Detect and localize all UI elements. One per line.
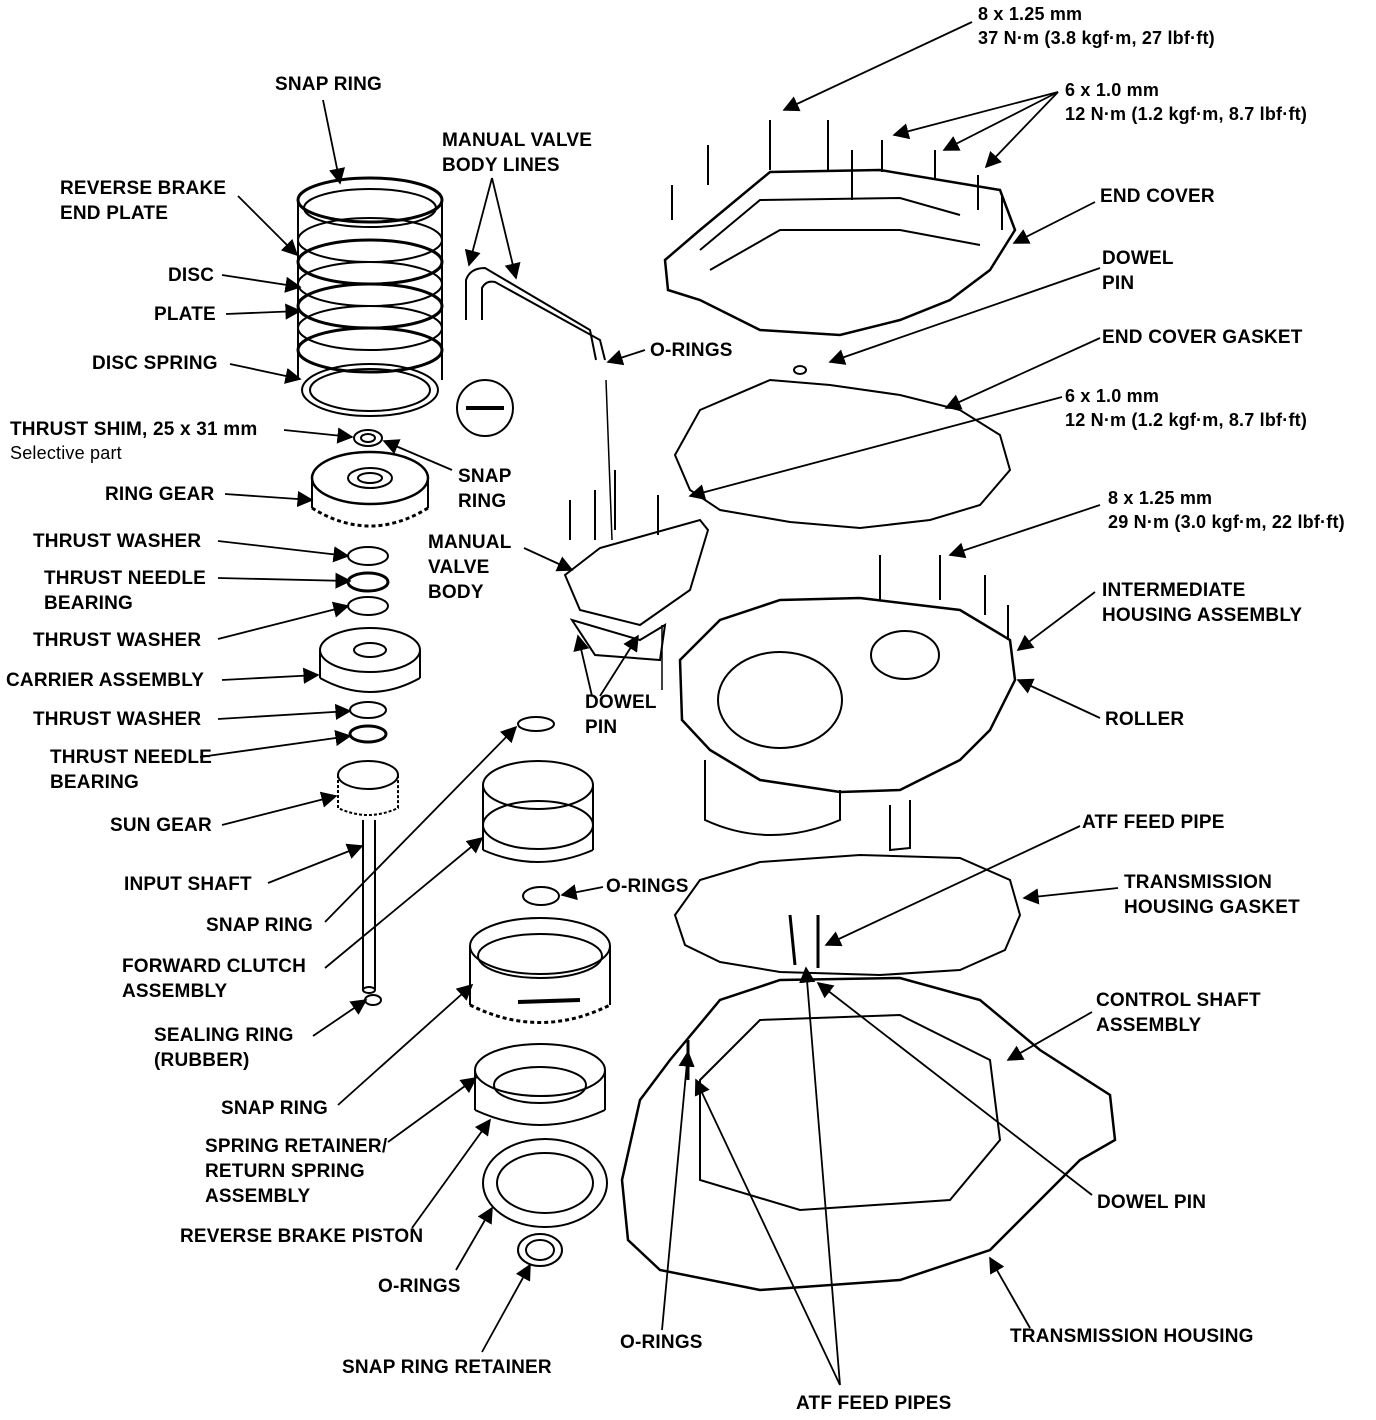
label-disc: DISC bbox=[168, 265, 215, 286]
label-thrust-needle-bearing-2: THRUST NEEDLE BEARING bbox=[50, 747, 212, 793]
manual-valve-body-lines-part bbox=[465, 266, 613, 541]
carrier-assembly-part bbox=[319, 627, 421, 693]
label-plate: PLATE bbox=[154, 304, 216, 325]
label-input-shaft: INPUT SHAFT bbox=[124, 874, 252, 895]
label-thrust-washer-3: THRUST WASHER bbox=[33, 709, 202, 730]
label-o-rings-housing: O-RINGS bbox=[620, 1332, 703, 1353]
label-thrust-washer-1: THRUST WASHER bbox=[33, 531, 202, 552]
thrust-shim-part bbox=[353, 429, 383, 447]
label-transmission-housing-gasket: TRANSMISSION HOUSING GASKET bbox=[1124, 872, 1300, 918]
label-spec-8x125-top: 8 x 1.25 mm 37 N·m (3.8 kgf·m, 27 lbf·ft… bbox=[978, 4, 1215, 48]
label-o-rings-clutch: O-RINGS bbox=[606, 876, 689, 897]
label-carrier-assembly: CARRIER ASSEMBLY bbox=[6, 670, 205, 691]
intermediate-housing-part bbox=[678, 555, 1017, 852]
label-snap-ring-lower: SNAP RING bbox=[221, 1098, 329, 1119]
label-thrust-shim: THRUST SHIM, 25 x 31 mm bbox=[10, 419, 258, 440]
label-sun-gear: SUN GEAR bbox=[110, 815, 212, 836]
spring-retainer-part bbox=[474, 1043, 606, 1126]
label-thrust-washer-2: THRUST WASHER bbox=[33, 630, 202, 651]
label-selective-part: Selective part bbox=[10, 443, 122, 463]
label-atf-feed-pipe: ATF FEED PIPE bbox=[1082, 812, 1225, 833]
label-end-cover: END COVER bbox=[1100, 186, 1215, 207]
label-roller: ROLLER bbox=[1105, 709, 1185, 730]
manual-valve-body-part bbox=[563, 470, 710, 690]
clutch-pack-stack bbox=[296, 176, 444, 417]
label-spec-8x125-mid: 8 x 1.25 mm 29 N·m (3.0 kgf·m, 22 lbf·ft… bbox=[1108, 488, 1345, 532]
label-spec-6x10-top: 6 x 1.0 mm 12 N·m (1.2 kgf·m, 8.7 lbf·ft… bbox=[1065, 80, 1308, 124]
label-snap-ring-retainer: SNAP RING RETAINER bbox=[342, 1357, 552, 1378]
label-manual-valve-body-lines: MANUAL VALVE BODY LINES bbox=[442, 130, 593, 176]
label-forward-clutch-assembly: FORWARD CLUTCH ASSEMBLY bbox=[122, 956, 306, 1002]
label-spec-6x10-mid: 6 x 1.0 mm 12 N·m (1.2 kgf·m, 8.7 lbf·ft… bbox=[1065, 386, 1308, 430]
snap-ring-retainer-part bbox=[517, 1233, 563, 1267]
label-snap-ring-top: SNAP RING bbox=[275, 74, 383, 95]
label-atf-feed-pipes: ATF FEED PIPES bbox=[796, 1393, 952, 1414]
label-dowel-pin-valve: DOWEL PIN bbox=[585, 692, 657, 738]
label-end-cover-gasket: END COVER GASKET bbox=[1102, 327, 1303, 348]
label-o-rings-lines: O-RINGS bbox=[650, 340, 733, 361]
label-o-rings-bottom: O-RINGS bbox=[378, 1276, 461, 1297]
thrust-washers-lower bbox=[348, 701, 388, 744]
label-ring-gear: RING GEAR bbox=[105, 484, 215, 505]
label-dowel-pin-housing: DOWEL PIN bbox=[1097, 1192, 1207, 1213]
transmission-housing-gasket-part bbox=[673, 853, 1022, 977]
sun-gear-input-shaft bbox=[337, 760, 399, 1006]
label-manual-valve-body: MANUAL VALVE BODY bbox=[428, 532, 512, 603]
ring-gear-part bbox=[310, 450, 430, 528]
transmission-housing-part bbox=[620, 976, 1117, 1292]
reverse-brake-piston-part bbox=[482, 1138, 608, 1228]
label-intermediate-housing: INTERMEDIATE HOUSING ASSEMBLY bbox=[1102, 580, 1303, 626]
label-reverse-brake-piston: REVERSE BRAKE PISTON bbox=[180, 1226, 424, 1247]
label-snap-ring-ring-gear: SNAP RING bbox=[458, 466, 512, 512]
label-snap-ring-input: SNAP RING bbox=[206, 915, 314, 936]
thrust-washers-upper bbox=[346, 546, 390, 616]
label-disc-spring: DISC SPRING bbox=[92, 353, 218, 374]
label-thrust-needle-bearing-1: THRUST NEEDLE BEARING bbox=[44, 568, 206, 614]
forward-clutch-part bbox=[482, 716, 594, 906]
label-sealing-ring: SEALING RING (RUBBER) bbox=[154, 1025, 294, 1071]
label-spring-retainer: SPRING RETAINER/ RETURN SPRING ASSEMBLY bbox=[205, 1136, 388, 1207]
callout-leaders bbox=[199, 21, 1119, 1386]
detail-circle bbox=[456, 379, 514, 437]
label-dowel-pin-cover: DOWEL PIN bbox=[1102, 248, 1174, 294]
end-cover-part bbox=[663, 120, 1017, 337]
reverse-brake-part bbox=[469, 917, 611, 1024]
end-cover-gasket-part bbox=[673, 365, 1012, 530]
label-transmission-housing: TRANSMISSION HOUSING bbox=[1010, 1326, 1254, 1347]
label-control-shaft-assembly: CONTROL SHAFT ASSEMBLY bbox=[1096, 990, 1261, 1036]
label-reverse-brake-end-plate: REVERSE BRAKE END PLATE bbox=[60, 178, 227, 224]
